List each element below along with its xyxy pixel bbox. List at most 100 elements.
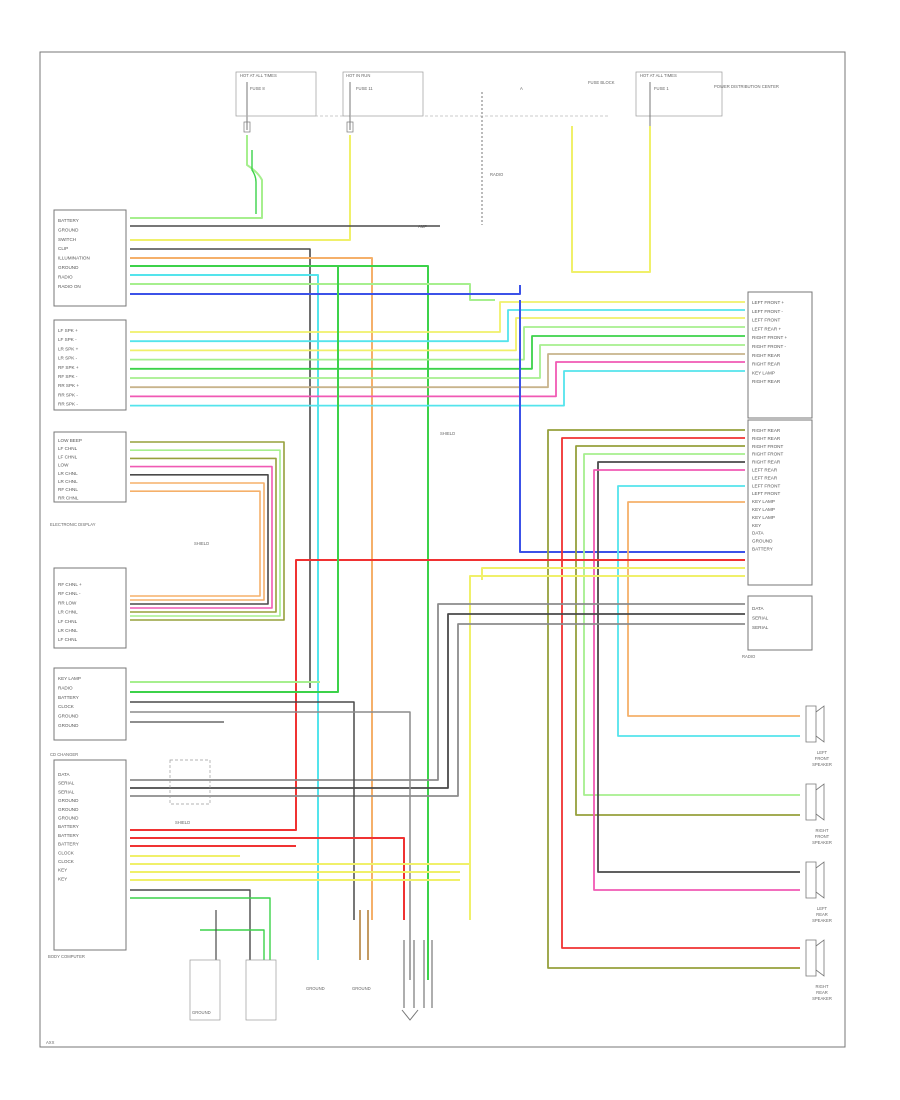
right_connector_2-pin: LEFT FRONT — [752, 483, 780, 488]
footer-code: AXX — [46, 1040, 55, 1045]
fuse-left: HOT AT ALL TIMES FUSE 8 — [235, 71, 317, 133]
right_connector_1-pin: RIGHT REAR — [752, 362, 781, 367]
left_connector_5-pin: RADIO — [58, 685, 73, 690]
right_connector_2-pin: KEY LAMP — [752, 499, 775, 504]
wire-fuse1 — [571, 126, 651, 273]
left_connector_2-pin: RR SPK - — [58, 392, 78, 397]
svg-text:SPEAKER: SPEAKER — [812, 840, 832, 845]
left_connector_6-pin: KEY — [58, 876, 67, 881]
left-connector-4 — [53, 567, 127, 649]
wire-c3-2 — [130, 457, 277, 613]
left_connector_2-pin: LF SPK - — [58, 337, 77, 342]
svg-text:RADIO: RADIO — [742, 654, 756, 659]
wire-data — [130, 603, 745, 781]
svg-text:SPEAKER: SPEAKER — [812, 762, 832, 767]
svg-text:FUSE 11: FUSE 11 — [356, 86, 373, 91]
svg-text:GROUND: GROUND — [352, 986, 371, 991]
wire-yellow-r — [481, 567, 745, 580]
right-connector-1 — [747, 291, 813, 419]
right-connector-2 — [747, 419, 813, 586]
wire-c3-6 — [130, 490, 261, 597]
left_connector_3-pin: LOW BEEP — [58, 438, 82, 443]
right_connector_1-pin: RIGHT FRONT - — [752, 344, 786, 349]
left_connector_1-pin: RADIO ON — [58, 284, 81, 289]
left_connector_6-pin: BATTERY — [58, 842, 79, 847]
left_connector_5-pin: BATTERY — [58, 695, 79, 700]
wire-spk-8 — [130, 370, 745, 407]
svg-text:RIGHT: RIGHT — [815, 984, 828, 989]
wire-c5-3 — [130, 701, 355, 920]
left_connector_4-pin: LF CHNL — [58, 637, 78, 642]
left_connector_6-pin: SERIAL — [58, 781, 75, 786]
svg-text:REAR: REAR — [816, 990, 828, 995]
left_connector_2-pin: LR SPK + — [58, 346, 79, 351]
svg-text:GROUND: GROUND — [192, 1010, 211, 1015]
ground-1: GROUND — [189, 959, 221, 1021]
wire-c6-r1 — [130, 837, 405, 920]
wire-red-power — [130, 559, 745, 831]
wire-spk-5 — [130, 344, 745, 379]
ground-2: GROUND — [245, 959, 325, 1021]
svg-text:FRONT: FRONT — [815, 834, 830, 839]
left_connector_6-pin: GROUND — [58, 807, 79, 812]
left_connector_6-pin: SERIAL — [58, 789, 75, 794]
left-connector-2 — [53, 319, 127, 411]
wire-spk-7 — [130, 361, 745, 398]
wire-serial1 — [130, 613, 745, 789]
svg-text:FUSE 8: FUSE 8 — [250, 86, 265, 91]
wire-radio-on — [130, 285, 521, 295]
left-connector-3: ELECTRONIC DISPLAY — [50, 431, 127, 527]
svg-text:REAR: REAR — [816, 912, 828, 917]
right_connector_1-pin: KEY LAMP — [752, 370, 775, 375]
left_connector_6-pin: CLOCK — [58, 850, 75, 855]
wire-spk-1 — [130, 309, 745, 343]
svg-text:POWER DISTRIBUTION CENTER: POWER DISTRIBUTION CENTER — [714, 84, 779, 89]
wire-fuse11 — [130, 135, 351, 241]
wire-spk-2 — [130, 317, 745, 352]
right_connector_2-pin: RIGHT REAR — [752, 428, 781, 433]
left_connector_3-pin: LR CHNL — [58, 479, 78, 484]
left_connector_3-pin: LR CHNL — [58, 471, 78, 476]
wire-c5-2 — [130, 266, 339, 693]
ground-3: GROUND — [352, 986, 419, 1021]
right_connector_2-pin: KEY LAMP — [752, 507, 775, 512]
wire-c5-4 — [130, 711, 411, 980]
svg-text:SHIELD: SHIELD — [194, 541, 209, 546]
svg-text:FUSE 1: FUSE 1 — [654, 86, 669, 91]
left_connector_2-pin: RR SPK + — [58, 383, 79, 388]
wire-yellow-r2 — [469, 575, 745, 920]
wire-ground2 — [130, 265, 429, 980]
fuse-block: FUSE BLOCK A — [240, 80, 615, 117]
right_connector_1-pin: RIGHT REAR — [752, 353, 781, 358]
fuse-right: HOT AT ALL TIMES FUSE 1 POWER DISTRIBUTI… — [635, 71, 779, 130]
speakers: LEFTFRONTSPEAKERRIGHTFRONTSPEAKERLEFTREA… — [805, 705, 832, 1001]
svg-text:SHIELD: SHIELD — [440, 431, 455, 436]
left_connector_2-pin: RF SPK - — [58, 374, 78, 379]
right_connector_1-pin: RIGHT REAR — [752, 379, 781, 384]
wire-r2-1 — [561, 437, 800, 949]
right-connector-3: RADIO — [742, 595, 813, 659]
wire-ground3 — [130, 274, 319, 920]
wire-spk-4 — [130, 335, 745, 370]
left_connector_2-pin: RF SPK + — [58, 365, 79, 370]
right_connector_2-pin: RIGHT REAR — [752, 436, 781, 441]
right_connector_3-pin: DATA — [752, 606, 765, 611]
left_connector_1-pin: RADIO — [58, 274, 73, 279]
wire-r2-7 — [627, 501, 800, 717]
svg-text:FUSE BLOCK: FUSE BLOCK — [588, 80, 615, 85]
svg-text:SHIELD: SHIELD — [175, 820, 190, 825]
left_connector_4-pin: LR CHNL — [58, 628, 78, 633]
svg-text:ELECTRONIC DISPLAY: ELECTRONIC DISPLAY — [50, 522, 96, 527]
right_connector_2-pin: DATA — [752, 531, 765, 536]
left_connector_6-pin: CLOCK — [58, 859, 75, 864]
right_connector_2-pin: LEFT REAR — [752, 475, 778, 480]
right_connector_1-pin: LEFT FRONT - — [752, 309, 783, 314]
svg-text:LEFT: LEFT — [817, 906, 828, 911]
right_connector_2-pin: RIGHT FRONT — [752, 444, 783, 449]
left_connector_5-pin: GROUND — [58, 714, 79, 719]
left_connector_3-pin: LF CHNL — [58, 454, 78, 459]
